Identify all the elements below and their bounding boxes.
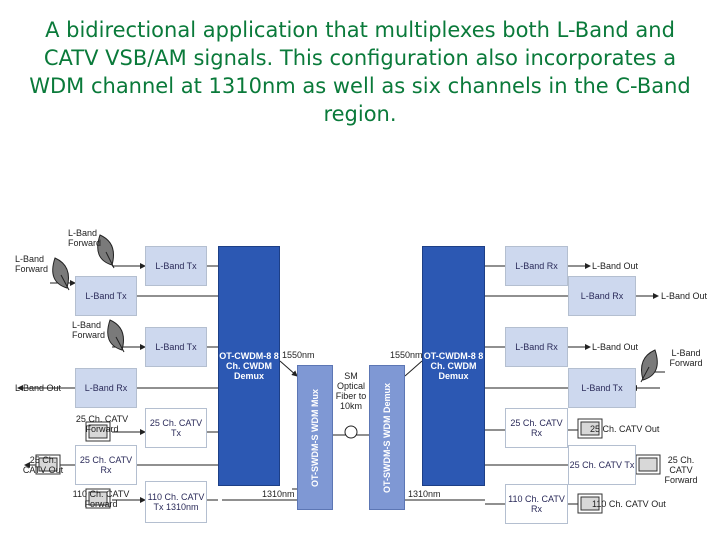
- box-lband-tx-3: L-Band Tx: [145, 327, 207, 367]
- box-catv25-tx-right: 25 Ch. CATV Tx: [568, 445, 636, 485]
- box-catv110-tx: 110 Ch. CATV Tx 1310nm: [145, 481, 207, 523]
- label-catv110-forward: 110 Ch. CATV Forward: [72, 489, 130, 509]
- label-catv25-forward: 25 Ch. CATV Forward: [75, 414, 129, 434]
- label-lband-forward-mid: L-Band Forward: [72, 320, 106, 340]
- box-lband-rx-r3: L-Band Rx: [505, 327, 568, 367]
- label-lband-out-r1: L-Band Out: [592, 261, 639, 271]
- tv-icon: [35, 418, 661, 514]
- label-fiber: SM Optical Fiber to 10km: [335, 371, 367, 411]
- label-catv25-forward-right: 25 Ch. CATV Forward: [664, 455, 698, 485]
- slide-title: A bidirectional application that multipl…: [29, 18, 691, 126]
- box-lband-tx-1: L-Band Tx: [145, 246, 207, 286]
- box-lband-tx-right: L-Band Tx: [568, 368, 636, 408]
- satellite-dish-icon: [52, 234, 658, 383]
- box-catv25-tx-left: 25 Ch. CATV Tx: [145, 408, 207, 448]
- box-lband-rx-r2: L-Band Rx: [568, 276, 636, 316]
- wdm-demux-right: OT-SWDM-S WDM Demux: [369, 365, 405, 510]
- label-1550nm-right: 1550nm: [390, 350, 423, 360]
- box-catv110-rx: 110 Ch. CATV Rx: [505, 484, 568, 524]
- cwdm-demux-right: OT-CWDM-8 8 Ch. CWDM Demux: [422, 246, 485, 486]
- label-1310nm-right: 1310nm: [408, 489, 441, 499]
- box-lband-rx-r1: L-Band Rx: [505, 246, 568, 286]
- box-lband-rx-left: L-Band Rx: [75, 368, 137, 408]
- label-lband-forward-side: L-Band Forward: [15, 254, 49, 274]
- label-catv25-out-left: 25 Ch. CATV Out: [22, 455, 64, 475]
- wdm-demux-right-label: OT-SWDM-S WDM Demux: [382, 382, 392, 493]
- label-catv110-out: 110 Ch. CATV Out: [592, 499, 666, 509]
- label-catv25-out-right: 25 Ch. CATV Out: [590, 424, 660, 434]
- label-lband-out-left: L-Band Out: [15, 383, 62, 393]
- wdm-mux-left: OT-SWDM-S WDM Mux: [297, 365, 333, 510]
- label-lband-out-r3: L-Band Out: [592, 342, 639, 352]
- label-lband-out-r2: L-Band Out: [661, 291, 708, 301]
- label-1550nm-left: 1550nm: [282, 350, 315, 360]
- label-lband-forward-right: L-Band Forward: [669, 348, 703, 368]
- cwdm-demux-left: OT-CWDM-8 8 Ch. CWDM Demux: [218, 246, 280, 486]
- box-lband-tx-2: L-Band Tx: [75, 276, 137, 316]
- label-lband-forward-top: L-Band Forward: [68, 228, 102, 248]
- label-1310nm-left: 1310nm: [262, 489, 295, 499]
- box-catv25-rx-right: 25 Ch. CATV Rx: [505, 408, 568, 448]
- wdm-mux-left-label: OT-SWDM-S WDM Mux: [310, 388, 320, 487]
- box-catv25-rx-left: 25 Ch. CATV Rx: [75, 445, 137, 485]
